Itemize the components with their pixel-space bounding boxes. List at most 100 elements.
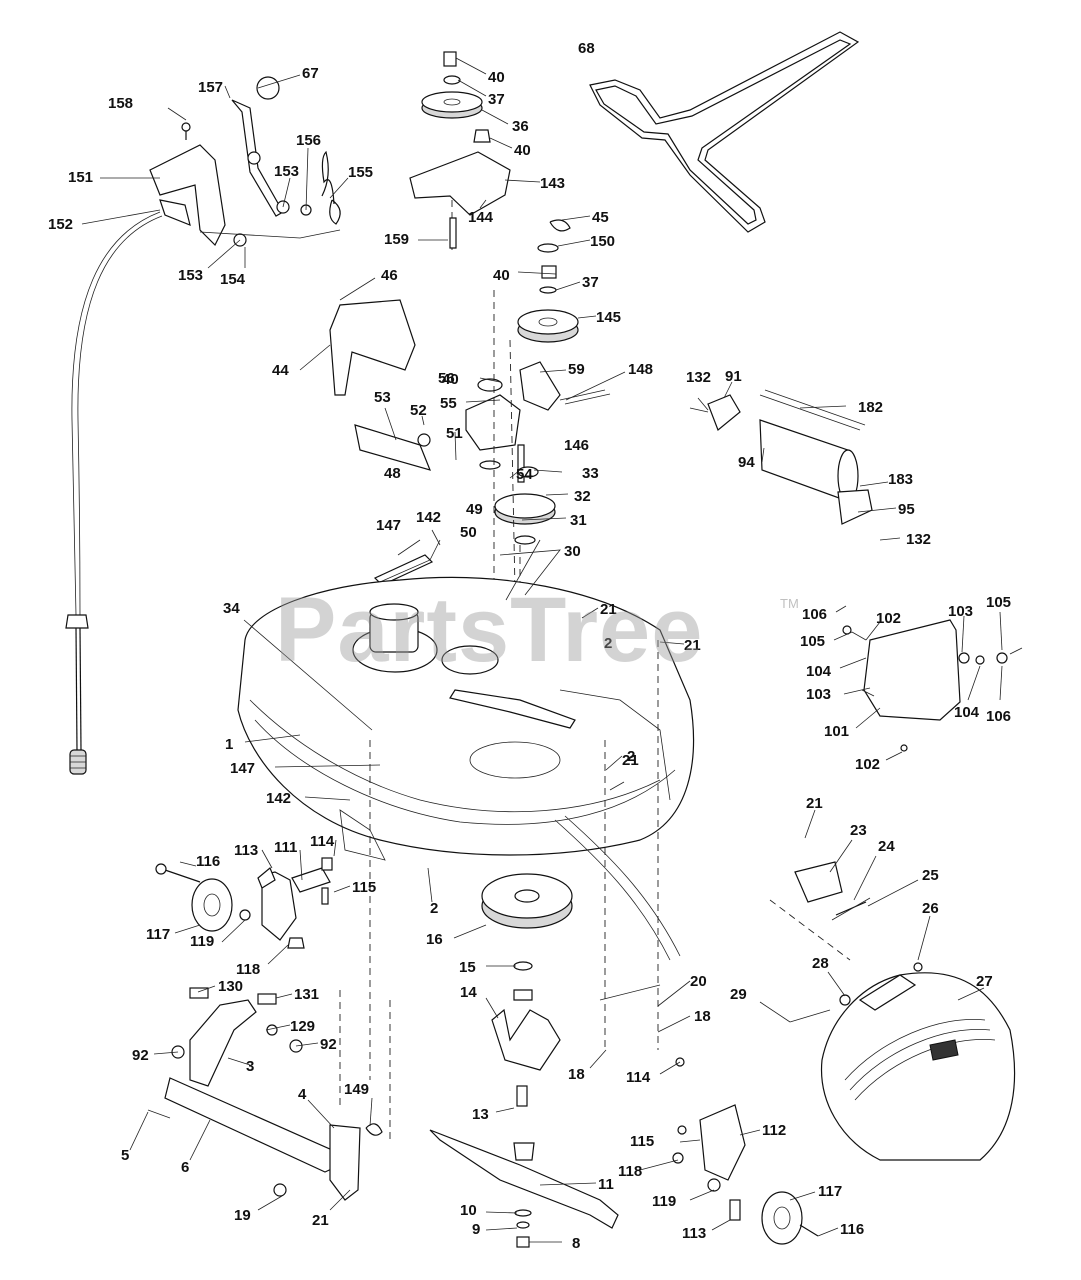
part-label: 115	[630, 1133, 654, 1150]
part-label: 129	[290, 1018, 315, 1035]
part-label: 142	[266, 790, 291, 807]
part-label: 4	[298, 1086, 307, 1103]
part-label: 154	[220, 271, 246, 288]
part-label: 11	[598, 1176, 614, 1193]
part-label: 21	[806, 795, 823, 812]
part-label: 146	[564, 437, 589, 454]
part-label: 3	[246, 1058, 254, 1075]
part-label: 103	[948, 603, 973, 620]
part-label: 113	[682, 1225, 706, 1242]
part-label: 16	[426, 931, 443, 948]
idler-pulley-stack	[409, 51, 579, 343]
lift-bars	[147, 987, 391, 1201]
part-label: 24	[878, 838, 895, 855]
part-label: 101	[824, 723, 849, 740]
part-label: 49	[466, 501, 483, 518]
part-label: 29	[730, 986, 747, 1003]
part-label: 156	[296, 132, 321, 149]
part-label: 145	[596, 309, 621, 326]
part-label: 40	[514, 142, 531, 159]
part-label: 56	[438, 370, 455, 387]
left-gauge-wheel	[155, 857, 333, 949]
part-label: 67	[302, 65, 319, 82]
right-gauge-wheel	[672, 1057, 819, 1245]
part-label: 183	[888, 471, 913, 488]
part-label: 14	[460, 984, 477, 1001]
part-label: 33	[582, 465, 599, 482]
part-label: 36	[512, 118, 529, 135]
part-label: 68	[578, 40, 595, 57]
part-label: 25	[922, 867, 939, 884]
part-label: 152	[48, 216, 73, 233]
part-label: 132	[906, 531, 931, 548]
part-label: 40	[493, 267, 510, 284]
part-label: 51	[446, 425, 463, 442]
part-label: 144	[468, 209, 494, 226]
belt-cover	[769, 861, 1016, 1161]
part-label: 158	[108, 95, 133, 112]
part-label: 6	[181, 1159, 189, 1176]
part-label: 15	[459, 959, 476, 976]
part-number-callouts: 1 2 2 2 3 4 5 6 8 9 10 11 13 14 15 16 18…	[48, 40, 1011, 1252]
part-label: 2	[627, 748, 635, 765]
part-label: 115	[352, 879, 376, 896]
part-label: 19	[234, 1207, 251, 1224]
part-label: 116	[196, 853, 220, 870]
deck-housing	[237, 576, 695, 1080]
part-label: 182	[858, 399, 883, 416]
part-label: 106	[802, 606, 827, 623]
part-label: 118	[618, 1163, 642, 1180]
part-label: 10	[460, 1202, 477, 1219]
part-label: 40	[488, 69, 505, 86]
deflector-shield	[842, 619, 1023, 752]
part-label: 26	[922, 900, 939, 917]
part-label: 102	[855, 756, 880, 773]
part-label: 104	[806, 663, 832, 680]
part-label: 116	[840, 1221, 864, 1238]
part-label: 119	[652, 1193, 676, 1210]
part-label: 34	[223, 600, 240, 617]
part-label: 13	[472, 1106, 489, 1123]
part-label: 8	[572, 1235, 580, 1252]
part-label: 155	[348, 164, 373, 181]
part-label: 52	[410, 402, 427, 419]
part-label: 92	[132, 1047, 149, 1064]
part-label: 119	[190, 933, 214, 950]
part-label: 149	[344, 1081, 369, 1098]
belt-68	[589, 31, 860, 233]
part-label: 150	[590, 233, 615, 250]
part-label: 92	[320, 1036, 337, 1053]
part-label: 105	[986, 594, 1011, 611]
part-label: 103	[806, 686, 831, 703]
part-label: 37	[582, 274, 599, 291]
part-label: 148	[628, 361, 653, 378]
leader-lines	[81, 57, 1003, 1243]
part-label: 9	[472, 1221, 480, 1238]
part-label: 53	[374, 389, 391, 406]
part-label: 104	[954, 704, 980, 721]
part-label: 102	[876, 610, 901, 627]
part-label: 118	[236, 961, 260, 978]
spindle-and-brackets	[329, 290, 611, 760]
part-label: 31	[570, 512, 587, 529]
part-label: 21	[312, 1212, 329, 1229]
part-label: 50	[460, 524, 477, 541]
part-label: 48	[384, 465, 401, 482]
part-label: 147	[376, 517, 401, 534]
part-label: 5	[121, 1147, 129, 1164]
part-label: 37	[488, 91, 505, 108]
anti-scalp-roller	[689, 389, 873, 525]
part-label: 21	[600, 601, 617, 618]
part-label: 151	[68, 169, 93, 186]
part-label: 40	[442, 371, 459, 388]
part-label: 132	[686, 369, 711, 386]
part-label: 113	[234, 842, 258, 859]
part-label: 23	[850, 822, 867, 839]
blade-spindle-assembly	[429, 873, 619, 1248]
part-label: 2	[604, 635, 612, 652]
part-label: 157	[198, 79, 223, 96]
part-label: 20	[690, 973, 707, 990]
part-label: 18	[568, 1066, 585, 1083]
